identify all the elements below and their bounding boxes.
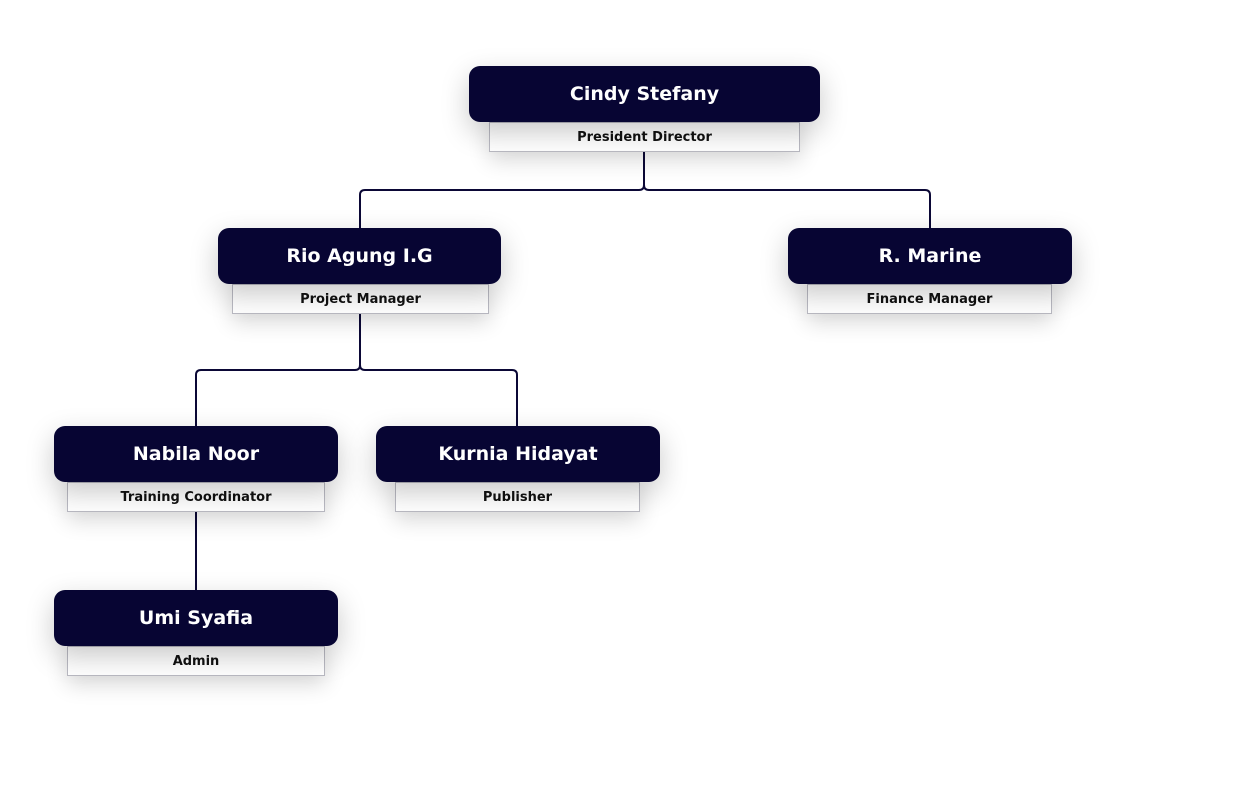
node-role: President Director [489,122,800,152]
node-name: Rio Agung I.G [218,228,501,284]
node-name: Cindy Stefany [469,66,820,122]
node-role: Finance Manager [807,284,1052,314]
connector-president-to-managers [359,152,931,228]
node-role: Training Coordinator [67,482,325,512]
node-role: Publisher [395,482,640,512]
connector-project-manager-to-staff [195,314,518,426]
node-role: Admin [67,646,325,676]
node-name: R. Marine [788,228,1072,284]
node-name: Nabila Noor [54,426,338,482]
node-name: Kurnia Hidayat [376,426,660,482]
node-role: Project Manager [232,284,489,314]
node-name: Umi Syafia [54,590,338,646]
